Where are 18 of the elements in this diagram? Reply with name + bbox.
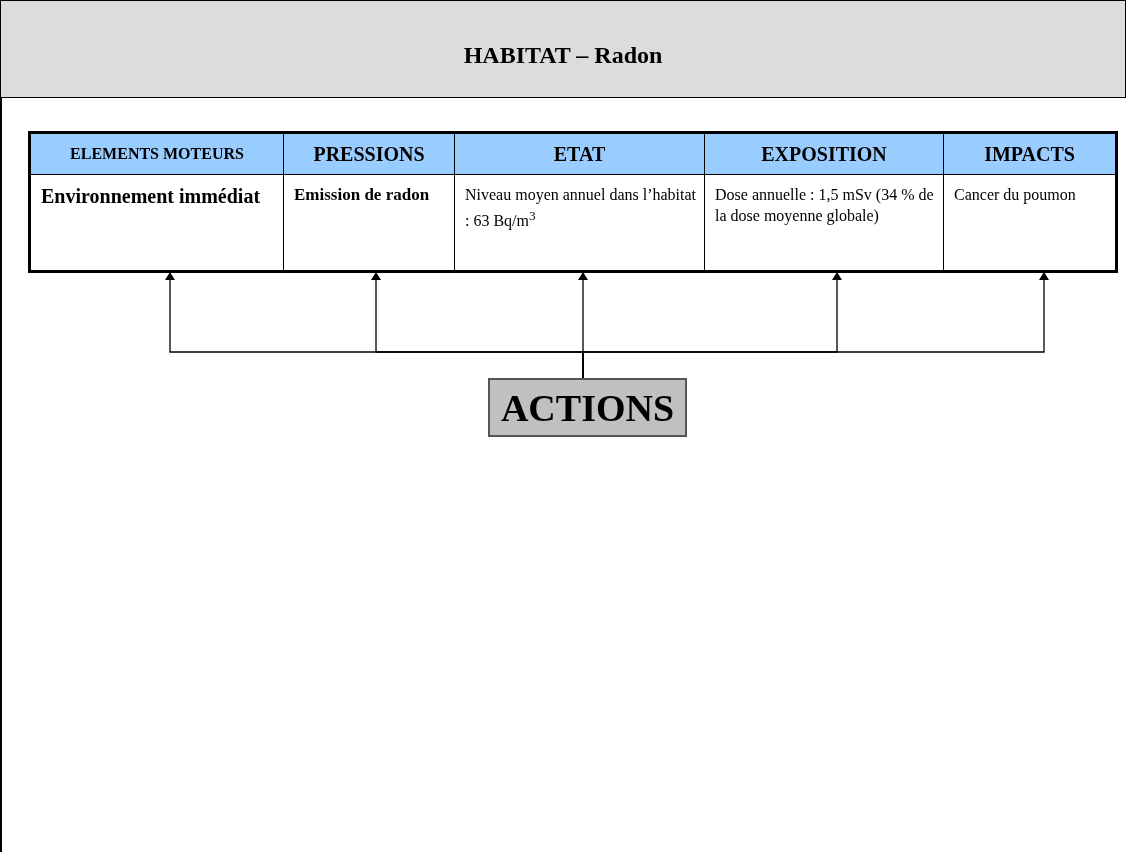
cell-text: Cancer du poumon — [954, 185, 1077, 205]
column-heading: IMPACTS — [984, 142, 1075, 166]
box-label: ACTIONS — [500, 385, 675, 430]
cell-text: Niveau moyen annuel dans l’habitat : 63 Bq/m$^{3}$ — [465, 185, 698, 232]
action-box — [488, 378, 687, 437]
cell-text: Emission de radon — [294, 184, 431, 206]
table-column — [704, 131, 943, 273]
column-heading: ELEMENTS MOTEURS — [70, 145, 244, 163]
table-column — [283, 131, 454, 273]
table-column — [943, 131, 1118, 273]
table-column — [454, 131, 704, 273]
cell-text: Environnement immédiat — [41, 184, 262, 208]
column-heading: PRESSIONS — [313, 142, 425, 166]
column-heading: ETAT — [553, 142, 606, 166]
cell-text: Dose annuelle : 1,5 mSv (34 % de la dose moyenne globale) — [715, 185, 935, 226]
table-column — [28, 131, 283, 273]
column-heading: EXPOSITION — [761, 142, 887, 166]
title: HABITAT – Radon — [462, 42, 664, 69]
